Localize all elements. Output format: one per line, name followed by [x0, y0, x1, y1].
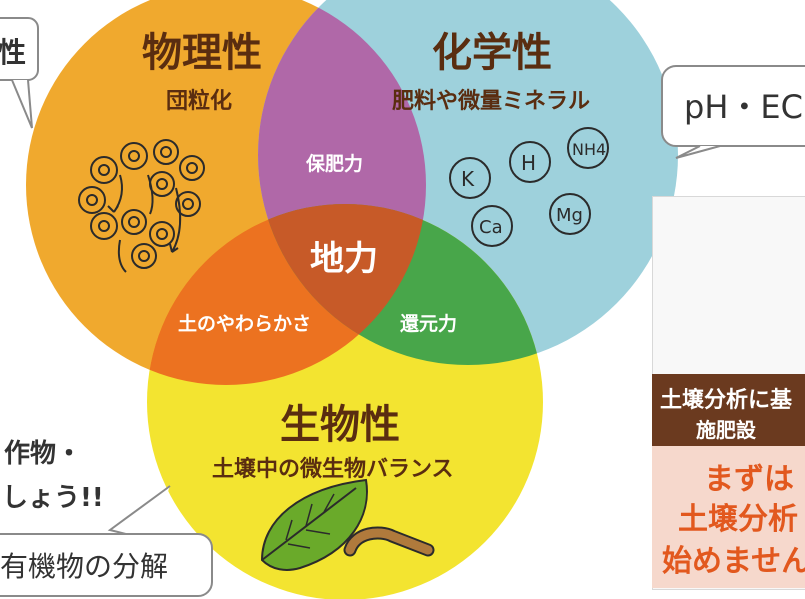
leaf-icon — [260, 478, 368, 571]
cta-line-1: まずは — [704, 462, 794, 497]
element-h: H — [521, 151, 536, 175]
cta-line-3: 始めません — [662, 544, 805, 579]
panel-call-to-action: まずは 土壌分析 始めません — [652, 446, 805, 588]
callout-right-text: pH・EC — [684, 88, 803, 126]
biological-title: 生物性 — [280, 402, 400, 448]
left-text-line-1: 作物・ — [4, 439, 82, 469]
callout-top-left: 性 — [0, 17, 39, 129]
element-mg: Mg — [556, 205, 583, 226]
callout-bottom-left-text: 有機物の分解 — [0, 550, 168, 583]
left-text-line-2: しょう!! — [2, 483, 104, 513]
element-ca: Ca — [479, 217, 503, 238]
callout-right: pH・EC — [661, 65, 805, 159]
element-nh4: NH4 — [572, 140, 606, 159]
element-h-bubble — [509, 141, 551, 183]
panel-heading-line-2: 施肥設 — [696, 418, 756, 442]
element-k-bubble — [449, 157, 491, 199]
callout-top-left-text: 性 — [0, 36, 26, 69]
element-mg-bubble — [549, 193, 591, 235]
center-label: 地力 — [310, 239, 378, 279]
element-bubbles — [449, 127, 609, 247]
soil-aggregate-icon — [78, 139, 205, 273]
cta-line-2: 土壌分析 — [678, 502, 798, 537]
element-ca-bubble — [471, 205, 513, 247]
panel-heading: 土壌分析に基 施肥設 — [652, 374, 805, 446]
callout-bottom-left: 有機物の分解 — [0, 485, 213, 597]
overlap-label-reduction: 還元力 — [400, 312, 457, 335]
biological-subtitle: 土壌中の微生物バランス — [212, 456, 454, 482]
element-nh4-bubble — [567, 127, 609, 169]
overlap-label-softness: 土のやわらかさ — [178, 313, 311, 335]
overlap-label-retention: 保肥力 — [305, 152, 363, 175]
element-k: K — [461, 167, 475, 191]
chemical-title: 化学性 — [432, 30, 552, 76]
overlap-physical-biological — [147, 204, 426, 385]
worm-icon — [343, 526, 435, 557]
physical-title: 物理性 — [142, 30, 262, 76]
panel-heading-line-1: 土壌分析に基 — [660, 388, 793, 413]
chemical-subtitle: 肥料や微量ミネラル — [392, 88, 590, 114]
physical-subtitle: 団粒化 — [166, 88, 232, 114]
overlap-chemical-biological — [258, 204, 543, 365]
